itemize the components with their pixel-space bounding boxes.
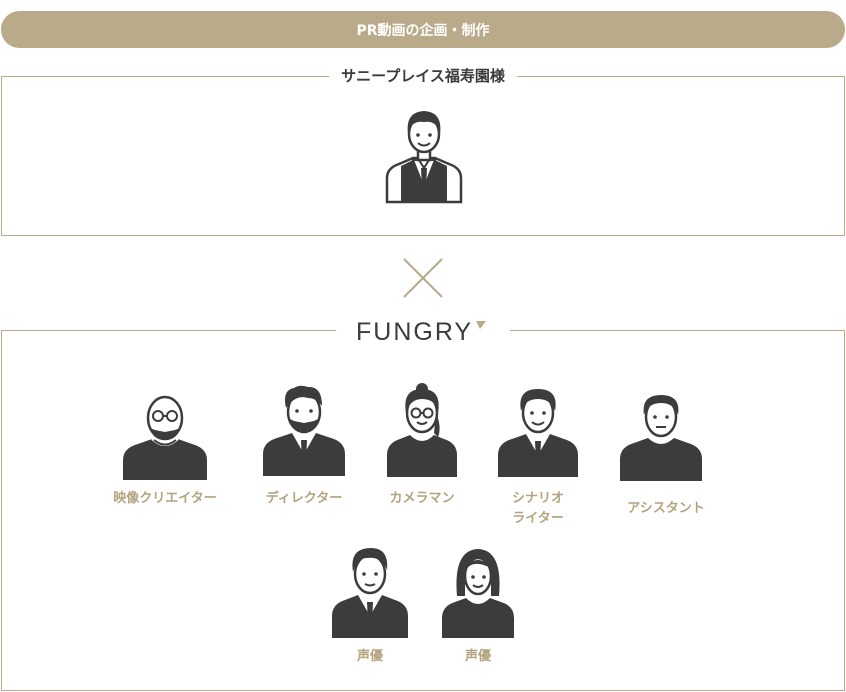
role-video-creator: 映像クリエイター (113, 491, 217, 506)
collaboration-cross-icon (403, 258, 443, 298)
role-director: ディレクター (265, 491, 343, 506)
partner-logo-text: FUNGRY (356, 318, 473, 345)
client-box: サニープレイス福寿園様 (1, 65, 845, 236)
fungry-logo-mark: FUNGRY (356, 318, 486, 345)
voice-actor-female-person-icon (442, 549, 514, 638)
role-scenario-writer-line1: シナリオ (511, 491, 564, 506)
role-assistant: アシスタント (627, 501, 705, 516)
page-title: PR動画の企画・制作 (356, 22, 490, 39)
partner-logo: FUNGRY (336, 315, 510, 347)
client-person-icon (385, 111, 463, 204)
role-scenario-writer-line2: ライター (512, 511, 564, 526)
page-header: PR動画の企画・制作 (1, 11, 845, 48)
role-voice-actor-2: 声優 (464, 649, 491, 664)
partner-box: FUNGRY (1, 315, 845, 691)
role-voice-actor-1: 声優 (356, 649, 383, 664)
scenario-writer-person-icon (498, 389, 578, 477)
assistant-person-icon (620, 395, 702, 481)
voice-actor-male-person-icon (332, 548, 408, 638)
role-cameraman: カメラマン (389, 491, 455, 506)
video-creator-person-icon (123, 395, 207, 480)
client-name: サニープレイス福寿園様 (329, 65, 517, 87)
cameraman-person-icon (387, 383, 457, 477)
director-person-icon (263, 385, 345, 476)
